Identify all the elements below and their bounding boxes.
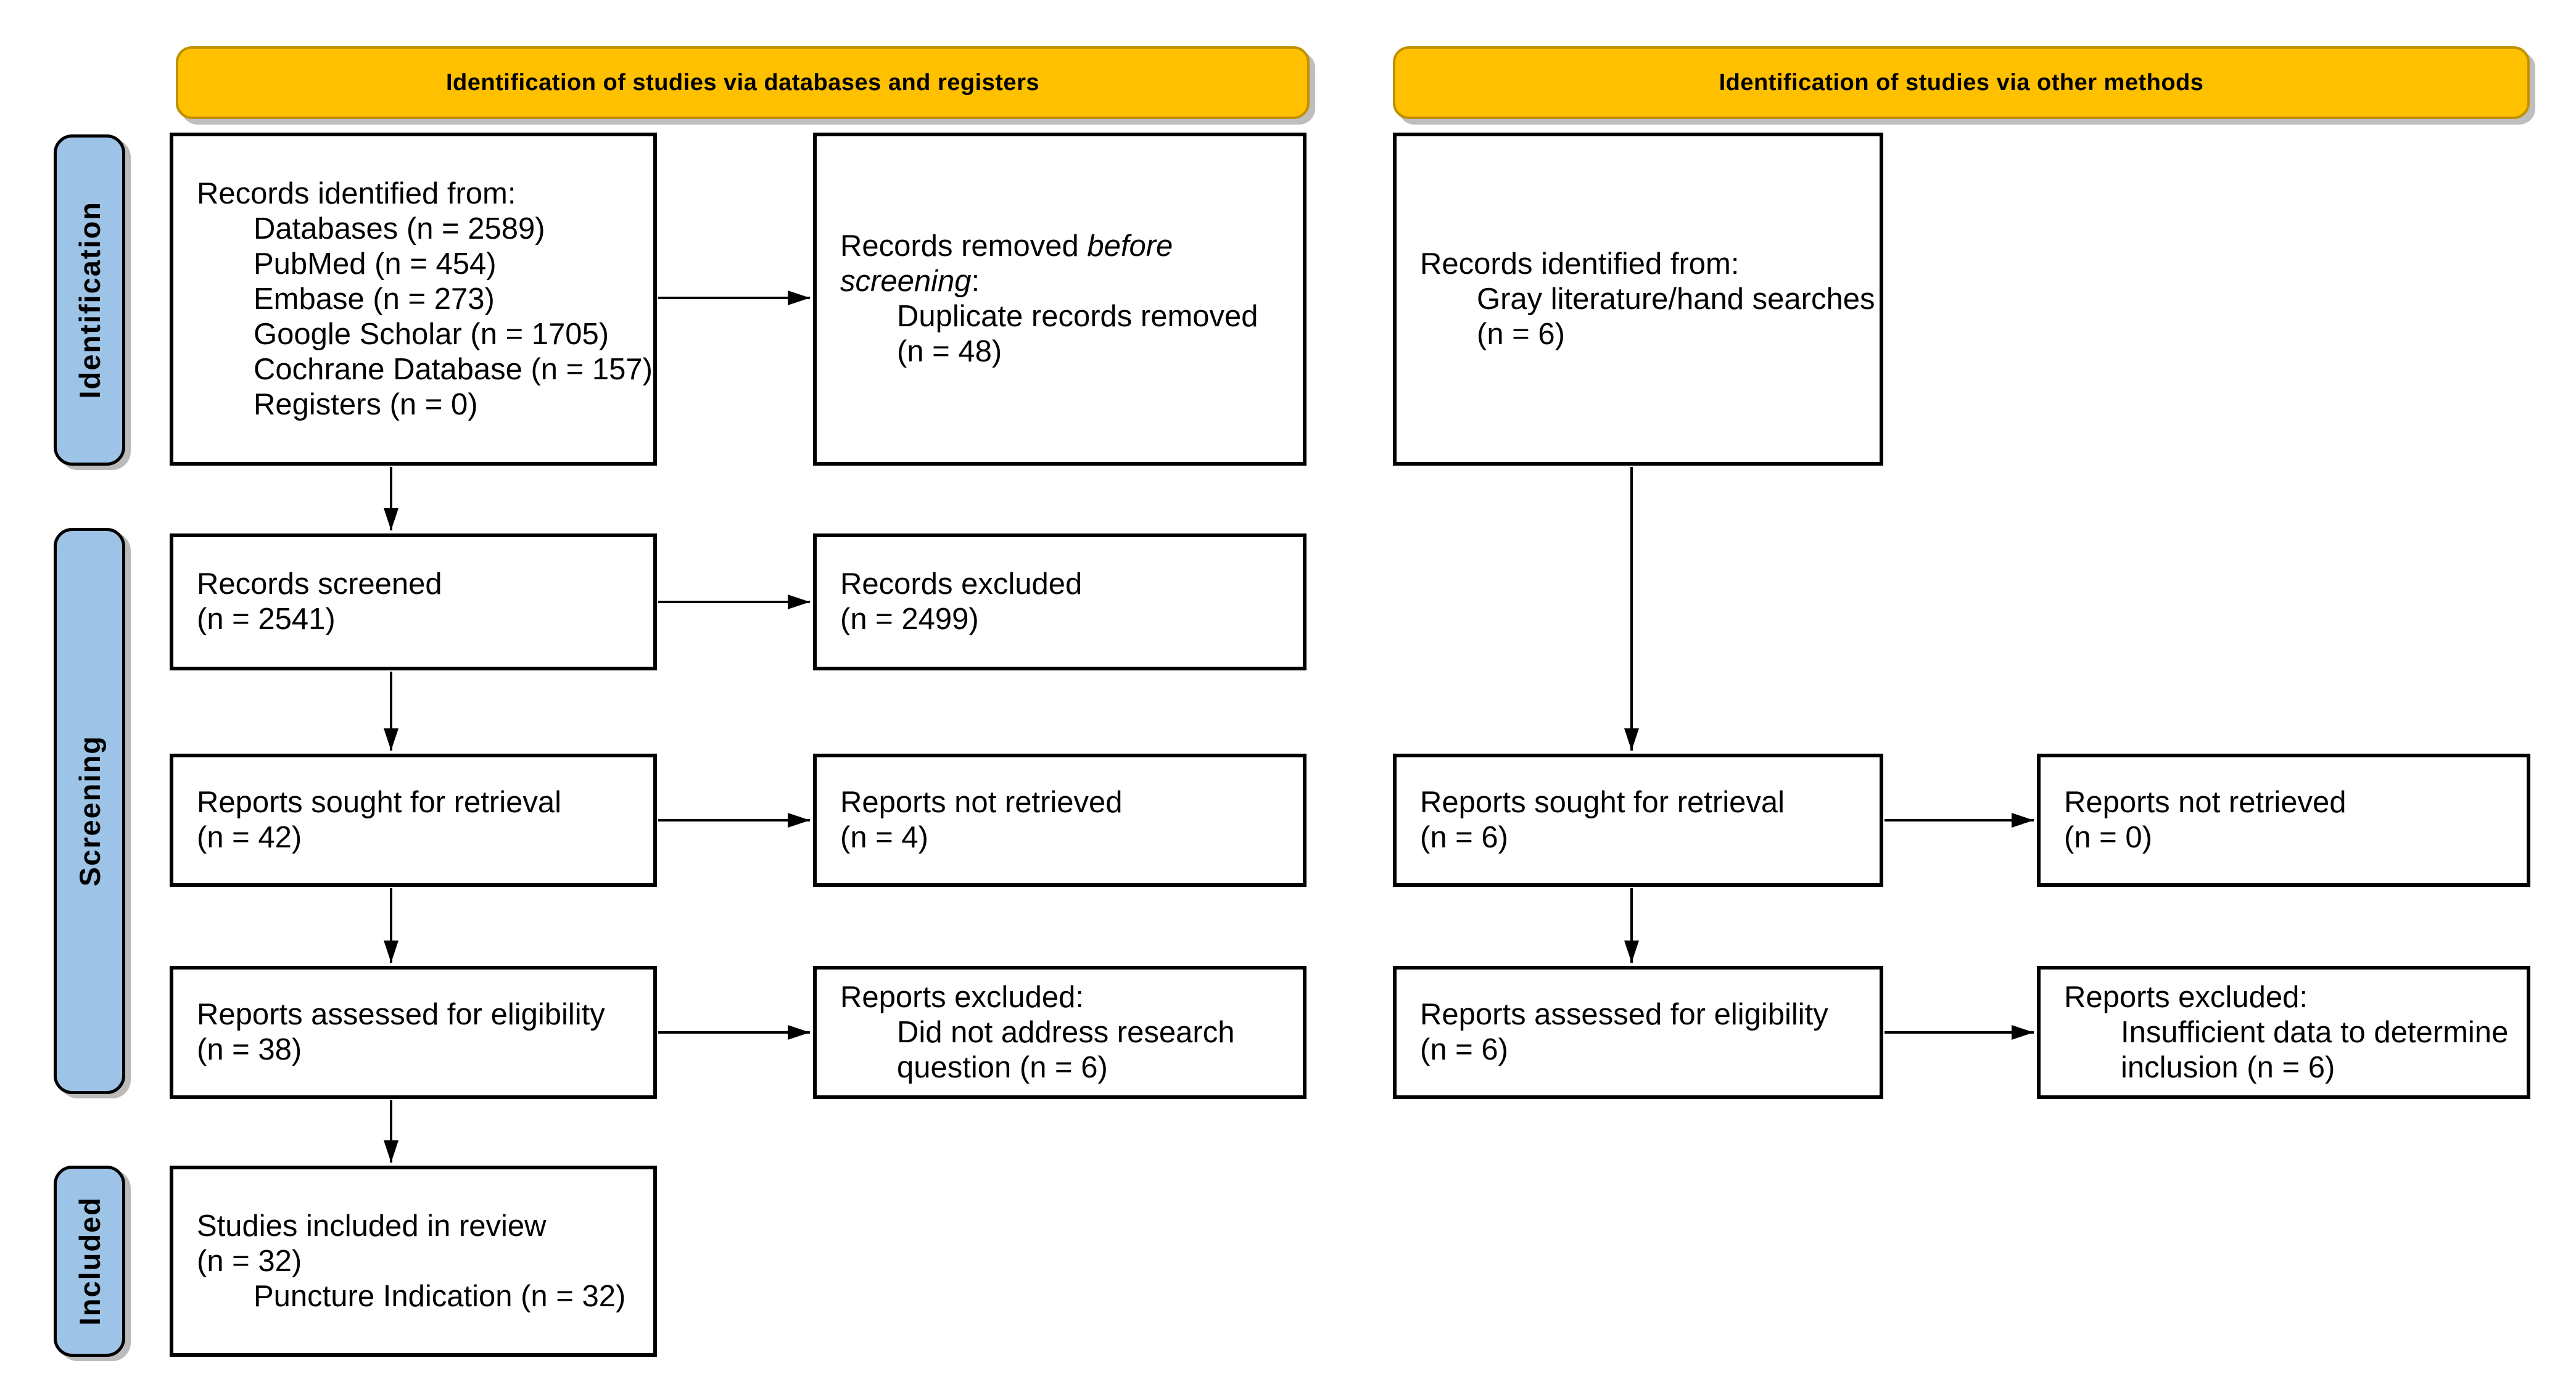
stage-screening: Screening (54, 528, 125, 1094)
stage-identification: Identification (54, 134, 125, 466)
node-text-line: Reports sought for retrieval (1420, 786, 1785, 819)
node-records-excluded: Records excluded(n = 2499) (813, 533, 1307, 670)
node-text-line: (n = 32) (197, 1244, 302, 1278)
node-reports-assessed-databases: Reports assessed for eligibility(n = 38) (170, 966, 657, 1099)
node-text-line: screening: (840, 265, 980, 298)
node-text-line: Reports excluded: (2064, 980, 2308, 1014)
node-text-line: Records identified from: (197, 176, 516, 210)
node-text-line: Reports not retrieved (2064, 786, 2347, 819)
node-text-line: (n = 48) (897, 335, 1002, 368)
node-text-line: Did not address research (897, 1015, 1235, 1049)
header-databases-registers-label: Identification of studies via databases … (446, 69, 1039, 96)
node-text-line: (n = 2541) (197, 603, 336, 636)
node-text-line: (n = 2499) (840, 603, 979, 636)
node-reports-not-retrieved-other: Reports not retrieved(n = 0) (2037, 754, 2530, 887)
header-other-methods-label: Identification of studies via other meth… (1719, 69, 2204, 96)
node-text-line: inclusion (n = 6) (2121, 1050, 2335, 1084)
node-text-line: Studies included in review (197, 1209, 547, 1243)
node-text-line: (n = 6) (1420, 821, 1508, 854)
node-text-line: Reports assessed for eligibility (197, 998, 605, 1031)
node-text-line: Reports assessed for eligibility (1420, 998, 1828, 1031)
node-text-line: (n = 42) (197, 821, 302, 854)
node-records-screened: Records screened(n = 2541) (170, 533, 657, 670)
node-reports-assessed-other: Reports assessed for eligibility(n = 6) (1393, 966, 1883, 1099)
node-text-line: (n = 6) (1420, 1033, 1508, 1066)
node-text-line: PubMed (n = 454) (254, 247, 497, 281)
node-text-line: Cochrane Database (n = 157) (254, 352, 653, 386)
node-text-line: Reports excluded: (840, 980, 1084, 1014)
node-text-line: Gray literature/hand searches (1477, 282, 1875, 316)
header-other-methods: Identification of studies via other meth… (1393, 46, 2530, 119)
node-reports-not-retrieved-databases: Reports not retrieved(n = 4) (813, 754, 1307, 887)
node-text-line: Records excluded (840, 567, 1083, 601)
node-text-line: (n = 0) (2064, 821, 2152, 854)
node-text-line: (n = 4) (840, 821, 928, 854)
node-records-identified-other: Records identified from:Gray literature/… (1393, 133, 1883, 466)
node-records-identified-databases: Records identified from:Databases (n = 2… (170, 133, 657, 466)
header-databases-registers: Identification of studies via databases … (176, 46, 1310, 119)
stage-included: Included (54, 1166, 125, 1357)
node-reports-sought-other: Reports sought for retrieval(n = 6) (1393, 754, 1883, 887)
node-text-line: Duplicate records removed (897, 300, 1258, 333)
node-text-line: Puncture Indication (n = 32) (254, 1279, 626, 1313)
node-text-line: Records removed before (840, 229, 1173, 263)
node-text-line: question (n = 6) (897, 1050, 1108, 1084)
node-text-line: Records screened (197, 567, 442, 601)
node-text-line: (n = 6) (1477, 317, 1565, 351)
node-text-line: Google Scholar (n = 1705) (254, 317, 609, 351)
node-text-line: Reports sought for retrieval (197, 786, 561, 819)
node-text-line: Embase (n = 273) (254, 282, 495, 316)
node-text-line: Insufficient data to determine (2121, 1015, 2509, 1049)
node-reports-excluded-other: Reports excluded:Insufficient data to de… (2037, 966, 2530, 1099)
node-text-line: Registers (n = 0) (254, 387, 478, 421)
node-studies-included: Studies included in review(n = 32)Punctu… (170, 1166, 657, 1357)
node-reports-sought-databases: Reports sought for retrieval(n = 42) (170, 754, 657, 887)
node-text-line: Reports not retrieved (840, 786, 1123, 819)
node-text-line: (n = 38) (197, 1033, 302, 1066)
node-text-line: Databases (n = 2589) (254, 212, 545, 245)
node-reports-excluded-databases: Reports excluded:Did not address researc… (813, 966, 1307, 1099)
node-text-line: Records identified from: (1420, 247, 1740, 281)
